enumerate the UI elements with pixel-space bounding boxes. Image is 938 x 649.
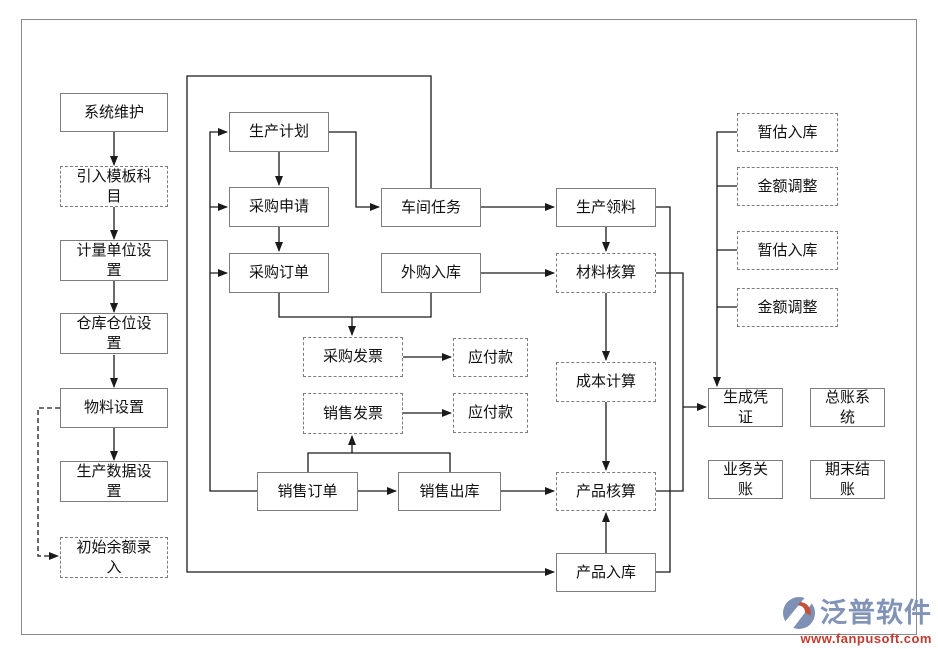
node-label-period-end-closing: 期末结 账 [824, 460, 870, 498]
edge-18 [307, 452, 451, 472]
node-label-generate-voucher: 生成凭 证 [722, 388, 768, 426]
node-label-system-maintenance: 系统维护 [83, 103, 144, 121]
edge-29 [656, 272, 684, 492]
node-label-sales-outbound: 销售出库 [419, 482, 480, 500]
node-label-estimated-inbound-2: 暂估入库 [757, 241, 818, 259]
edge-8 [209, 128, 257, 492]
node-label-workshop-task: 车间任务 [400, 198, 461, 216]
node-product-accounting: 产品核算 [556, 472, 656, 511]
node-label-production-data-setting: 生产数据设 置 [76, 462, 152, 500]
node-production-data-setting: 生产数据设 置 [60, 461, 168, 502]
fanpu-logo-row: 泛普软件 [780, 594, 932, 632]
node-label-production-picking: 生产领料 [575, 198, 636, 216]
node-label-purchase-invoice: 采购发票 [322, 348, 383, 365]
node-cost-calculation: 成本计算 [556, 362, 656, 402]
node-material-accounting: 材料核算 [556, 253, 656, 293]
node-label-amount-adjustment-1: 金额调整 [757, 177, 818, 195]
node-label-warehouse-bin-setting: 仓库仓位设 置 [76, 314, 152, 352]
edge-28 [656, 206, 671, 573]
node-label-payable-1: 应付款 [467, 348, 513, 366]
node-generate-voucher: 生成凭 证 [708, 388, 783, 427]
node-sales-outbound: 销售出库 [398, 472, 501, 511]
node-label-product-inbound: 产品入库 [575, 563, 636, 581]
node-initial-balance-entry: 初始余额录 入 [60, 537, 168, 578]
node-label-general-ledger-system: 总账系 统 [824, 388, 870, 426]
node-system-maintenance: 系统维护 [60, 93, 168, 132]
node-general-ledger-system: 总账系 统 [810, 388, 885, 427]
node-workshop-task: 车间任务 [381, 188, 481, 227]
node-purchase-order: 采购订单 [229, 253, 329, 293]
node-outsourcing-inbound: 外购入库 [381, 253, 481, 293]
node-label-product-accounting: 产品核算 [575, 482, 636, 500]
node-import-template-subjects: 引入模板科 目 [60, 166, 168, 207]
node-estimated-inbound-2: 暂估入库 [737, 231, 838, 270]
node-material-setting: 物料设置 [60, 388, 168, 428]
edge-7 [186, 75, 555, 576]
node-label-material-setting: 物料设置 [83, 399, 144, 416]
node-label-outsourcing-inbound: 外购入库 [400, 264, 461, 281]
node-production-picking: 生产领料 [556, 188, 656, 227]
node-amount-adjustment-1: 金额调整 [737, 167, 838, 206]
diagram-frame [21, 19, 917, 635]
logo-url: www.fanpusoft.com [800, 631, 932, 646]
node-label-import-template-subjects: 引入模板科 目 [76, 167, 152, 205]
node-payable-2: 应付款 [453, 393, 528, 433]
edge-6 [37, 407, 60, 560]
node-purchase-invoice: 采购发票 [303, 337, 403, 377]
node-amount-adjustment-2: 金额调整 [737, 288, 838, 327]
node-payable-1: 应付款 [453, 338, 528, 377]
node-label-business-closing: 业务关 账 [722, 460, 768, 498]
node-purchase-request: 采购申请 [229, 187, 329, 227]
node-label-amount-adjustment-2: 金额调整 [757, 298, 818, 316]
edge-13 [329, 131, 380, 211]
node-label-sales-invoice: 销售发票 [322, 404, 383, 422]
fanpu-logo: 泛普软件 www.fanpusoft.com [780, 594, 932, 646]
node-label-purchase-order: 采购订单 [248, 264, 309, 281]
node-sales-order: 销售订单 [257, 472, 358, 511]
node-estimated-inbound-1: 暂估入库 [737, 113, 838, 152]
fanpu-swirl-icon [783, 595, 815, 631]
node-product-inbound: 产品入库 [556, 553, 656, 592]
node-label-cost-calculation: 成本计算 [575, 373, 636, 390]
node-production-plan: 生产计划 [229, 112, 329, 152]
edge-31 [713, 131, 737, 387]
node-label-material-accounting: 材料核算 [575, 264, 636, 281]
node-period-end-closing: 期末结 账 [810, 460, 885, 499]
node-warehouse-bin-setting: 仓库仓位设 置 [60, 313, 168, 354]
node-label-initial-balance-entry: 初始余额录 入 [76, 538, 152, 576]
logo-text: 泛普软件 [820, 598, 932, 628]
node-label-estimated-inbound-1: 暂估入库 [757, 123, 818, 141]
node-sales-invoice: 销售发票 [303, 393, 403, 434]
edge-14 [278, 293, 432, 318]
node-measure-unit-setting: 计量单位设 置 [60, 240, 168, 281]
node-label-payable-2: 应付款 [467, 404, 513, 421]
node-business-closing: 业务关 账 [708, 460, 783, 499]
node-label-measure-unit-setting: 计量单位设 置 [76, 241, 152, 279]
node-label-purchase-request: 采购申请 [248, 198, 309, 215]
node-label-sales-order: 销售订单 [277, 482, 338, 500]
node-label-production-plan: 生产计划 [248, 123, 309, 140]
